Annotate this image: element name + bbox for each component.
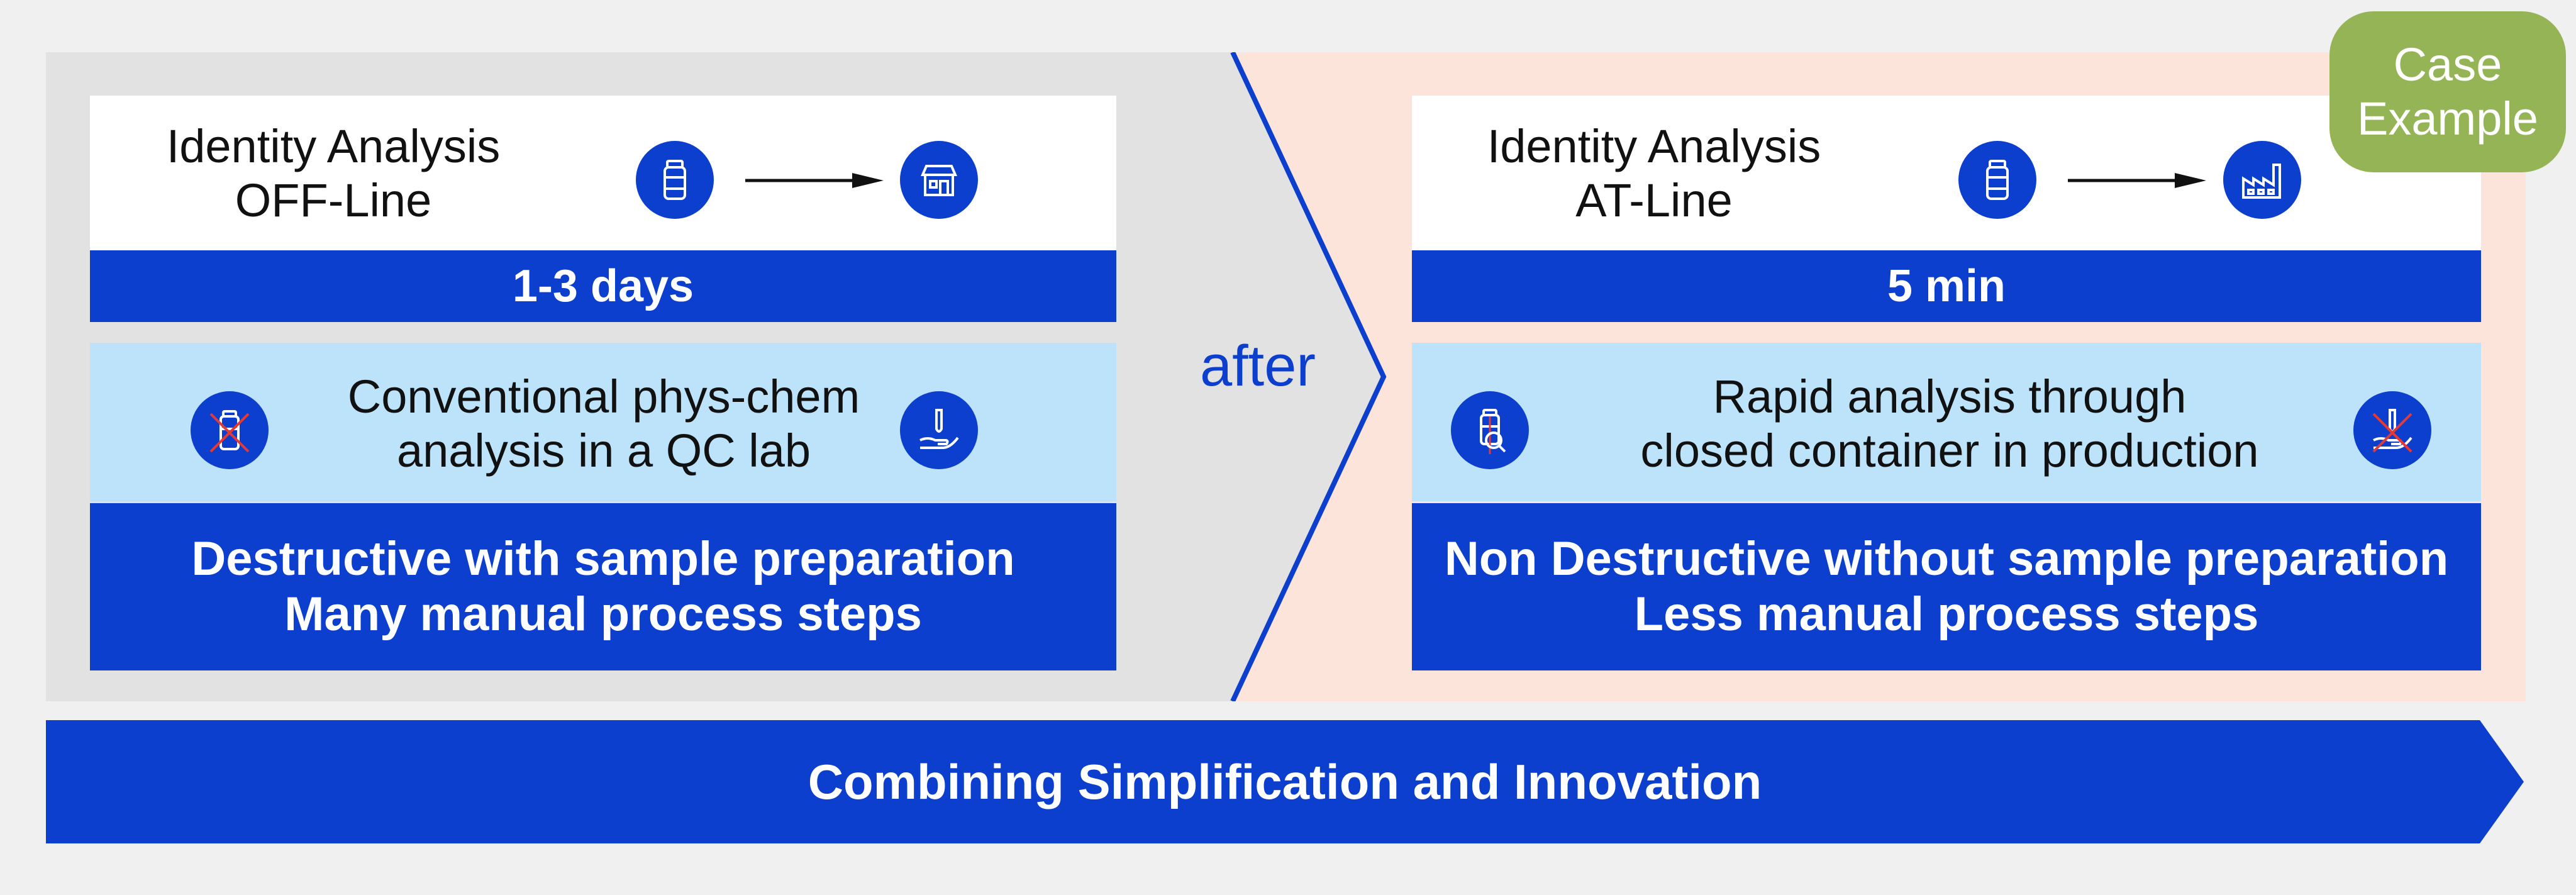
right-title-line1: Identity Analysis bbox=[1487, 120, 1821, 172]
left-method-line1: Conventional phys-chem bbox=[347, 370, 860, 423]
left-method-line2: analysis in a QC lab bbox=[396, 425, 811, 477]
right-duration-bar: 5 min bbox=[1412, 250, 2481, 322]
left-method-text: Conventional phys-chem analysis in a QC … bbox=[270, 370, 937, 478]
crossed-test-tube-hand-icon bbox=[2353, 391, 2431, 469]
case-example-badge: Case Example bbox=[2329, 11, 2566, 172]
arrow-icon bbox=[745, 173, 884, 188]
vial-scan-icon bbox=[1451, 391, 1529, 469]
right-effect-bar: Non Destructive without sample preparati… bbox=[1412, 503, 2481, 670]
right-title-box bbox=[1412, 96, 2481, 250]
right-title: Identity Analysis AT-Line bbox=[1446, 120, 1862, 228]
after-chevron-separator bbox=[1217, 52, 1387, 701]
right-method-line2: closed container in production bbox=[1640, 425, 2259, 477]
arrow-icon bbox=[2068, 173, 2206, 188]
left-title-line1: Identity Analysis bbox=[166, 120, 501, 172]
test-tube-hand-icon bbox=[900, 391, 978, 469]
crossed-vial-icon bbox=[191, 391, 269, 469]
vial-icon bbox=[1958, 141, 2036, 219]
left-title: Identity Analysis OFF-Line bbox=[126, 120, 541, 228]
badge-line2: Example bbox=[2357, 92, 2538, 145]
left-duration-bar: 1-3 days bbox=[90, 250, 1116, 322]
badge-line1: Case bbox=[2393, 38, 2502, 91]
factory-icon bbox=[2223, 141, 2301, 219]
left-effect-line2: Many manual process steps bbox=[284, 587, 922, 641]
left-effect-line1: Destructive with sample preparation bbox=[191, 532, 1015, 586]
left-title-line2: OFF-Line bbox=[235, 174, 432, 226]
right-method-text: Rapid analysis through closed container … bbox=[1585, 370, 2314, 478]
bottom-banner-arrow bbox=[46, 720, 2524, 843]
vial-icon bbox=[636, 141, 714, 219]
right-effect-line2: Less manual process steps bbox=[1634, 587, 2259, 641]
after-label: after bbox=[1199, 334, 1316, 398]
lab-building-icon bbox=[900, 141, 978, 219]
right-method-line1: Rapid analysis through bbox=[1713, 370, 2187, 423]
left-effect-bar: Destructive with sample preparation Many… bbox=[90, 503, 1116, 670]
right-title-line2: AT-Line bbox=[1575, 174, 1733, 226]
right-method-box bbox=[1412, 343, 2481, 501]
right-effect-line1: Non Destructive without sample preparati… bbox=[1444, 532, 2449, 586]
bottom-banner-text: Combining Simplification and Innovation bbox=[808, 753, 1762, 809]
